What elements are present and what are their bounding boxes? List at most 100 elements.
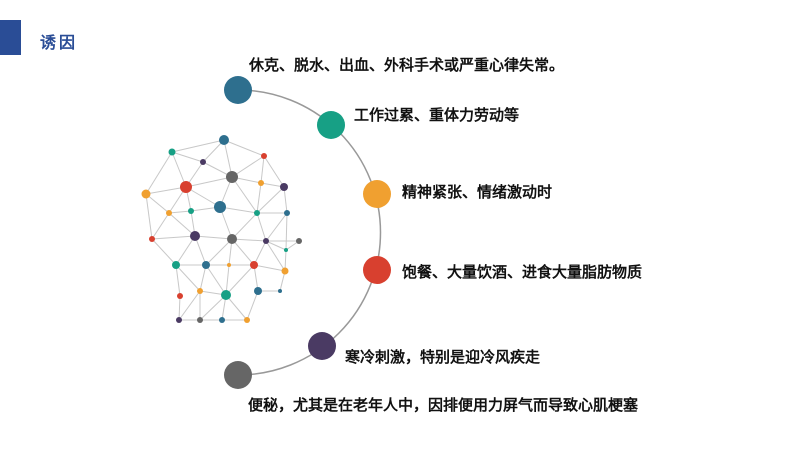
network-edge bbox=[231, 155, 265, 178]
network-edge bbox=[283, 186, 288, 214]
network-node bbox=[180, 181, 192, 193]
network-edge bbox=[194, 235, 207, 266]
network-edge bbox=[185, 176, 233, 188]
network-edge bbox=[175, 235, 196, 266]
network-edge bbox=[265, 212, 288, 242]
cause-cold: 寒冷刺激，特别是迎冷风疾走 bbox=[345, 348, 541, 366]
network-node bbox=[177, 293, 183, 299]
network-edge bbox=[145, 193, 153, 240]
network-edge bbox=[263, 155, 285, 188]
network-node bbox=[197, 288, 203, 294]
network-node bbox=[227, 263, 231, 267]
network-node bbox=[166, 210, 172, 216]
network-node bbox=[197, 317, 203, 323]
network-edge bbox=[171, 139, 225, 153]
timeline-arc bbox=[237, 89, 382, 376]
network-edge bbox=[246, 290, 259, 321]
network-node bbox=[258, 180, 264, 186]
network-node bbox=[254, 287, 262, 295]
cause-stress: 精神紧张、情绪激动时 bbox=[402, 183, 553, 201]
network-node bbox=[176, 317, 182, 323]
network-node bbox=[190, 231, 200, 241]
network-edge bbox=[205, 264, 227, 296]
network-node bbox=[200, 159, 206, 165]
network-edge bbox=[223, 139, 233, 178]
network-node bbox=[168, 148, 176, 156]
network-edge bbox=[205, 238, 233, 266]
network-edge bbox=[168, 210, 192, 214]
network-edge bbox=[151, 238, 177, 266]
network-edge bbox=[231, 212, 258, 240]
network-edge bbox=[168, 212, 196, 237]
network-edge bbox=[231, 238, 267, 242]
network-edge bbox=[225, 264, 255, 296]
network-edge bbox=[265, 240, 287, 251]
network-node bbox=[250, 261, 258, 269]
network-edge bbox=[284, 249, 287, 272]
network-node bbox=[202, 261, 210, 269]
network-node bbox=[263, 238, 269, 244]
network-edge bbox=[175, 264, 181, 297]
network-edge bbox=[171, 151, 204, 163]
timeline-dot bbox=[317, 111, 345, 139]
network-edge bbox=[219, 206, 258, 214]
page-title: 诱因 bbox=[40, 33, 79, 52]
network-edge bbox=[145, 186, 187, 195]
network-node bbox=[280, 183, 288, 191]
cause-constipation: 便秘，尤其是在老年人中，因排便用力屏气而导致心肌梗塞 bbox=[248, 396, 639, 414]
network-node bbox=[188, 208, 194, 214]
cause-overeating: 饱餐、大量饮酒、进食大量脂肪物质 bbox=[402, 263, 643, 281]
network-edge bbox=[253, 240, 267, 266]
timeline-dot bbox=[224, 361, 252, 389]
network-node bbox=[227, 234, 237, 244]
accent-bar bbox=[0, 20, 21, 55]
timeline-dot bbox=[224, 76, 252, 104]
network-edge bbox=[185, 186, 221, 208]
network-edge bbox=[253, 264, 286, 272]
timeline-dot bbox=[363, 256, 391, 284]
network-edge bbox=[253, 264, 259, 292]
network-edge bbox=[171, 151, 187, 188]
network-node bbox=[254, 210, 260, 216]
network-edge bbox=[223, 139, 265, 157]
network-edge bbox=[175, 264, 201, 292]
network-edge bbox=[231, 176, 258, 214]
network-edge bbox=[225, 264, 230, 296]
network-edge bbox=[256, 182, 262, 214]
network-edge bbox=[145, 193, 170, 214]
cause-shock: 休克、脱水、出血、外科手术或严重心律失常。 bbox=[249, 56, 565, 74]
network-node bbox=[296, 238, 302, 244]
network-edge bbox=[256, 186, 285, 214]
network-edge bbox=[151, 212, 170, 240]
network-edge bbox=[225, 294, 248, 321]
network-edge bbox=[202, 139, 225, 163]
network-node bbox=[214, 201, 226, 213]
network-node bbox=[261, 153, 267, 159]
network-node bbox=[244, 317, 250, 323]
timeline-dot bbox=[308, 332, 336, 360]
network-edge bbox=[199, 264, 207, 292]
network-node bbox=[281, 267, 289, 275]
network-edge bbox=[256, 212, 267, 242]
network-node bbox=[141, 189, 151, 199]
network-node bbox=[284, 210, 290, 216]
network-edge bbox=[199, 294, 227, 321]
network-edge bbox=[260, 155, 265, 184]
network-edge bbox=[231, 238, 255, 266]
network-node bbox=[226, 171, 238, 183]
network-node bbox=[172, 261, 180, 269]
network-edge bbox=[285, 212, 288, 251]
network-node bbox=[219, 317, 225, 323]
network-edge bbox=[178, 295, 181, 321]
network-edge bbox=[178, 290, 201, 321]
network-edge bbox=[265, 240, 286, 272]
network-node bbox=[284, 248, 288, 252]
cause-overwork: 工作过累、重体力劳动等 bbox=[354, 106, 520, 124]
network-edge bbox=[194, 235, 233, 240]
network-node bbox=[278, 289, 282, 293]
network-node bbox=[149, 236, 155, 242]
network-edge bbox=[151, 235, 196, 240]
timeline-dot bbox=[363, 180, 391, 208]
network-node bbox=[219, 135, 229, 145]
